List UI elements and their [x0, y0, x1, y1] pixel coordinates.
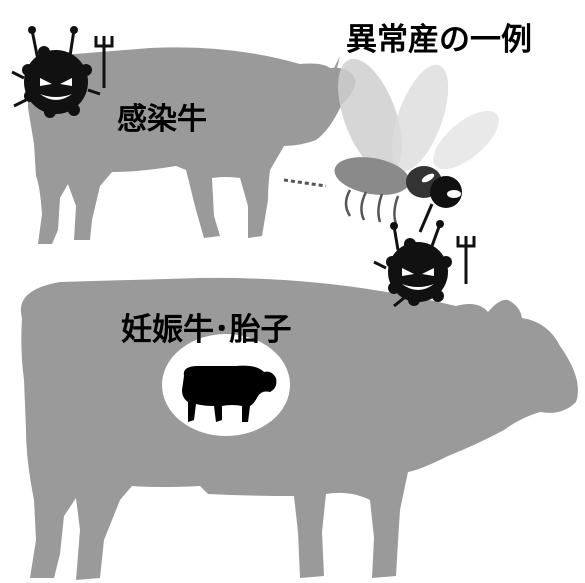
infected-cow-silhouette: [27, 47, 356, 245]
page-title: 異常産の一例: [346, 22, 532, 58]
infected-cow-label: 感染牛: [117, 102, 207, 137]
pregnant-cow-fetus-label: 妊娠牛･胎子: [121, 312, 292, 348]
biting-insect-icon: [283, 58, 499, 233]
virus-devil-icon-1: [11, 26, 101, 118]
virus-devil-icon-2: [373, 220, 452, 308]
pitchfork-icon-2: [456, 236, 476, 284]
pitchfork-icon-1: [94, 36, 114, 88]
fetus-cow-icon: [182, 365, 277, 422]
pregnant-cow-silhouette: [20, 277, 578, 580]
